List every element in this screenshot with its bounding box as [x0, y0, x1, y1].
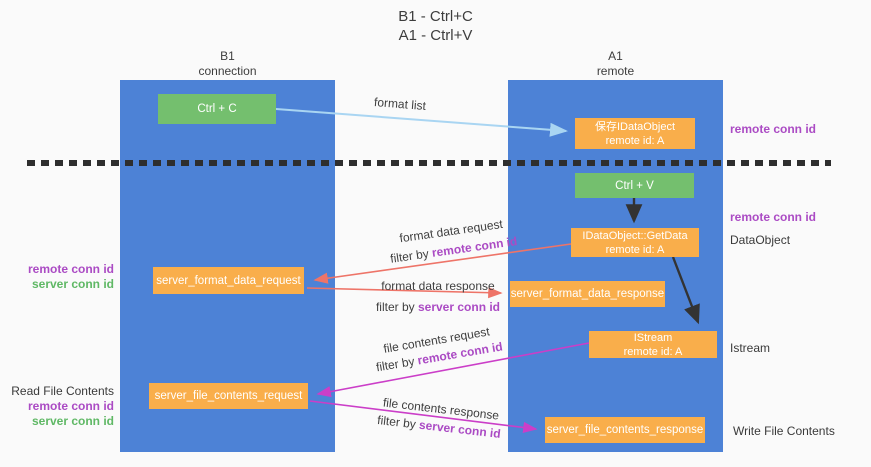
node-ctrl-c-label: Ctrl + C	[197, 103, 237, 115]
node-server-file-contents-request: server_file_contents_request	[149, 383, 308, 409]
edge-label-fmt-resp-line1: format data response	[381, 279, 495, 293]
node-fmt-req-label: server_format_data_request	[156, 274, 301, 287]
node-getdata-line1: IDataObject::GetData	[582, 229, 688, 242]
left-label-server-conn-id-1: server conn id	[31, 277, 114, 291]
machine-boundary-dashed-line	[27, 160, 831, 166]
filter-by-text: filter by	[389, 246, 433, 266]
node-file-req-label: server_file_contents_request	[154, 390, 303, 402]
node-server-format-data-response: server_format_data_response	[510, 281, 665, 307]
right-label-write-file-contents: Write File Contents	[733, 424, 835, 438]
edge-label-fmt-resp-filter: filter by server conn id	[358, 297, 518, 318]
edge-label-format-data-response: format data response filter by server co…	[358, 276, 518, 318]
node-fmt-resp-label: server_format_data_response	[510, 288, 665, 300]
title-line-1: B1 - Ctrl+C	[398, 8, 473, 25]
node-save-idataobject: 保存IDataObject remote id: A	[575, 118, 695, 149]
node-save-idataobject-line1: 保存IDataObject	[594, 120, 676, 133]
left-label-server-conn-id-2: server conn id	[31, 414, 114, 428]
left-label-read-file-contents-group: Read File Contents	[0, 384, 114, 399]
column-b1-name: B1	[220, 49, 235, 63]
right-label-remote-conn-id-top: remote conn id	[730, 122, 817, 136]
column-b1-subtitle: connection	[198, 64, 257, 78]
right-label-remote-conn-id-mid: remote conn id	[730, 210, 817, 224]
left-label-remote-conn-id-2: remote conn id	[27, 399, 114, 413]
node-idataobject-getdata: IDataObject::GetData remote id: A	[571, 228, 699, 257]
left-label-group-format: remote conn id server conn id	[0, 262, 114, 292]
left-label-group-file: remote conn id server conn id	[0, 399, 114, 429]
filter-by-text: filter by	[375, 300, 418, 314]
column-header-b1: B1 connection	[120, 49, 335, 79]
node-server-file-contents-response: server_file_contents_response	[545, 417, 705, 443]
title-line-2: A1 - Ctrl+V	[398, 27, 473, 44]
node-server-format-data-request: server_format_data_request	[153, 267, 304, 294]
column-a1-name: A1	[608, 49, 623, 63]
node-save-idataobject-line2: remote id: A	[605, 134, 665, 147]
node-istream-line1: IStream	[633, 331, 673, 344]
column-header-a1: A1 remote	[508, 49, 723, 79]
filter-by-text: filter by	[376, 412, 420, 432]
node-ctrl-v-label: Ctrl + V	[615, 179, 654, 192]
edge-label-file-contents-response: file contents response filter by server …	[358, 391, 521, 445]
node-getdata-line2: remote id: A	[605, 243, 665, 256]
left-label-remote-conn-id-1: remote conn id	[27, 262, 114, 276]
diagram-title: B1 - Ctrl+C A1 - Ctrl+V	[0, 7, 871, 45]
edge-label-file-contents-request: file contents request filter by remote c…	[356, 319, 519, 379]
right-label-istream: Istream	[730, 341, 771, 355]
right-label-dataobject: DataObject	[730, 233, 791, 247]
column-a1-subtitle: remote	[596, 64, 635, 78]
node-ctrl-c: Ctrl + C	[158, 94, 276, 124]
node-ctrl-v: Ctrl + V	[575, 173, 694, 198]
node-file-resp-label: server_file_contents_response	[546, 424, 704, 436]
edge-label-format-list: format list	[373, 94, 427, 114]
server-conn-id-keyword: server conn id	[417, 300, 501, 314]
left-label-read-file-contents: Read File Contents	[11, 384, 114, 398]
node-istream: IStream remote id: A	[589, 331, 717, 358]
node-istream-line2: remote id: A	[623, 345, 683, 358]
